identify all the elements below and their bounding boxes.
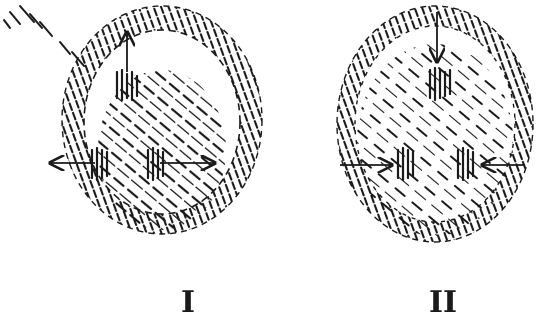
panel-label-2: II	[429, 288, 457, 318]
panel-1	[4, 0, 280, 240]
panel-label-1: I	[181, 288, 195, 318]
panel-2	[320, 0, 544, 250]
overflow-hatch-1	[4, 6, 84, 66]
